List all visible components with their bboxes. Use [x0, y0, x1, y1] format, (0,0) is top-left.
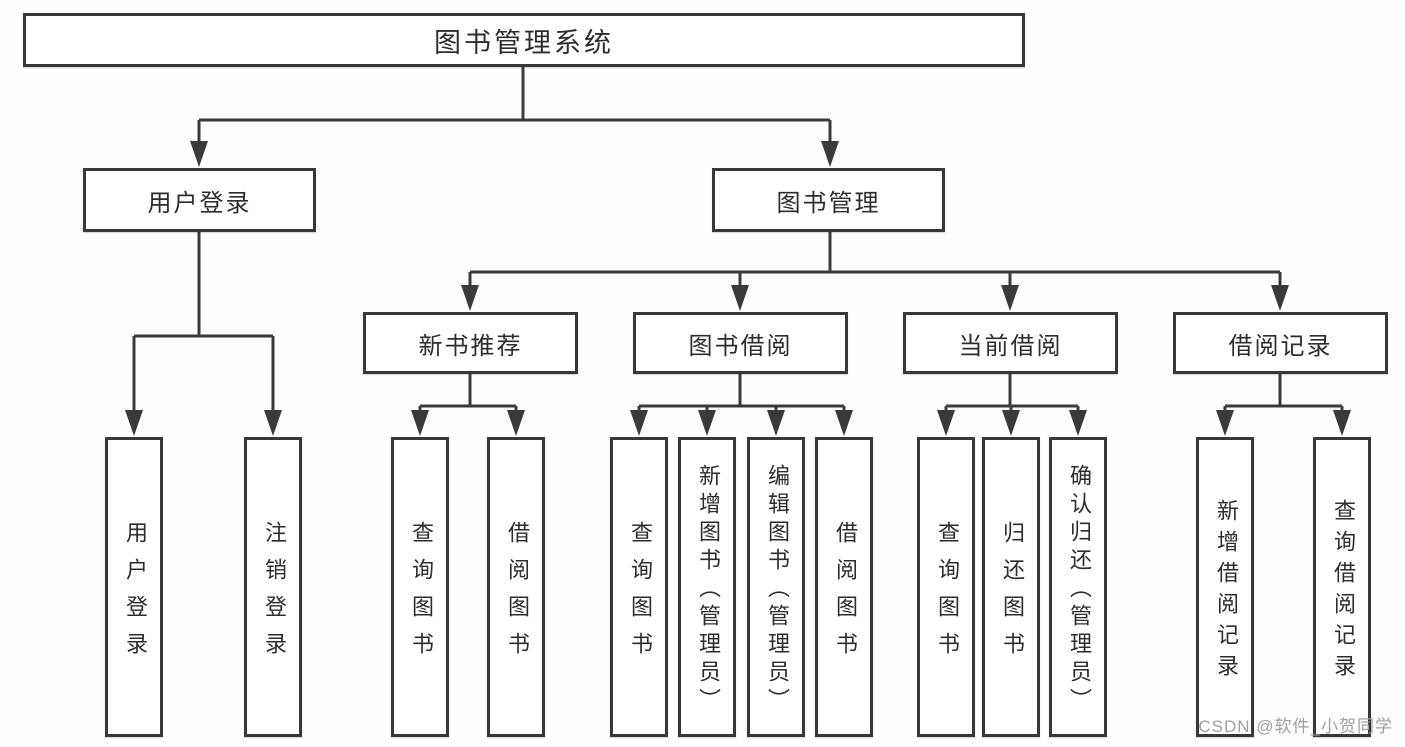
- leaf-user-login: 用户登录: [105, 437, 163, 737]
- leaf-query-books-current: 查询图书: [917, 437, 975, 737]
- leaf-query-borrow-record: 查询借阅记录: [1313, 437, 1371, 737]
- leaf-add-book-admin: 新增图书（管理员）: [678, 437, 736, 737]
- leaf-borrow-books-recommend: 借阅图书: [487, 437, 545, 737]
- csdn-watermark: CSDN @软件_小贺同学: [1198, 717, 1393, 736]
- leaf-edit-book-admin: 编辑图书（管理员）: [747, 437, 805, 737]
- node-book-management-system: 图书管理系统: [23, 13, 1025, 67]
- arrowheads: [125, 141, 1351, 436]
- node-new-book-recommend: 新书推荐: [363, 312, 578, 374]
- leaf-confirm-return-admin: 确认归还（管理员）: [1049, 437, 1107, 737]
- leaf-logout: 注销登录: [244, 437, 302, 737]
- node-borrowing-records: 借阅记录: [1173, 312, 1388, 374]
- leaf-borrow-books-borrowing: 借阅图书: [815, 437, 873, 737]
- leaf-query-books-recommend: 查询图书: [391, 437, 449, 737]
- leaf-query-books-borrowing: 查询图书: [610, 437, 668, 737]
- tree-edges: [132, 67, 1344, 417]
- leaf-return-books: 归还图书: [982, 437, 1040, 737]
- node-book-management: 图书管理: [712, 168, 945, 232]
- leaf-add-borrow-record: 新增借阅记录: [1196, 437, 1254, 737]
- node-book-borrowing: 图书借阅: [633, 312, 848, 374]
- node-user-login: 用户登录: [83, 168, 316, 232]
- node-current-borrowing: 当前借阅: [903, 312, 1118, 374]
